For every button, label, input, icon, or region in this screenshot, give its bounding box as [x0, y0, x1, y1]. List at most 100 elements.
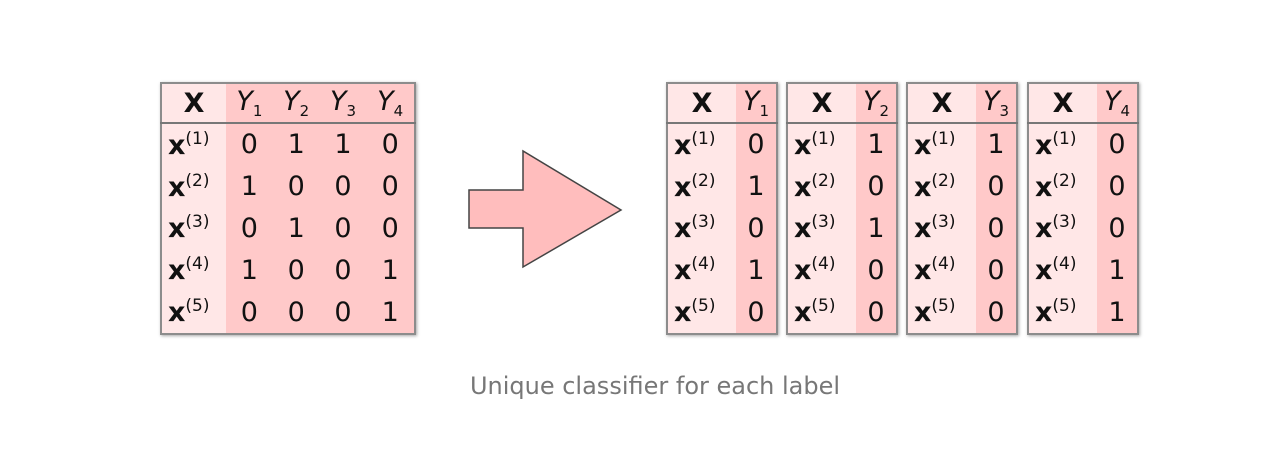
- table-row: x(4)1: [1028, 249, 1138, 292]
- row-label: x(5): [161, 291, 226, 334]
- row-label: x(2): [787, 165, 856, 208]
- row-label: x(3): [1028, 207, 1097, 250]
- row-label: x(1): [787, 123, 856, 166]
- table-row: x(4) 1 0 0 1: [161, 249, 415, 292]
- table-row: x(4)1: [667, 249, 777, 292]
- label-value: 0: [272, 291, 320, 334]
- label-value: 1: [319, 123, 367, 166]
- label-value: 0: [319, 165, 367, 208]
- combined-label-table: X Y1 Y2 Y3 Y4 x(1) 0 1 1 0 x(2) 1 0 0 0 …: [160, 82, 416, 335]
- row-label: x(1): [907, 123, 976, 166]
- label-value: 0: [319, 291, 367, 334]
- y-column-header: Y3: [976, 83, 1017, 124]
- row-label: x(5): [1028, 291, 1097, 334]
- row-label: x(5): [787, 291, 856, 334]
- y-column-header: Y1: [736, 83, 777, 124]
- figure-caption: Unique classifier for each label: [469, 372, 841, 400]
- y-column-header: Y2: [856, 83, 897, 124]
- table-row: x(4)0: [787, 249, 897, 292]
- table-row: x(3)1: [787, 207, 897, 250]
- row-label: x(3): [907, 207, 976, 250]
- label-value: 1: [226, 165, 273, 208]
- label-value: 0: [319, 249, 367, 292]
- row-label: x(5): [667, 291, 736, 334]
- row-label: x(2): [667, 165, 736, 208]
- split-table-y1: X Y1 x(1)0 x(2)1 x(3)0 x(4)1 x(5)0: [666, 82, 778, 335]
- label-value: 0: [226, 291, 273, 334]
- label-value: 1: [736, 165, 777, 208]
- label-value: 0: [1097, 123, 1138, 166]
- row-label: x(3): [787, 207, 856, 250]
- label-value: 0: [856, 291, 897, 334]
- table-row: x(5)0: [907, 291, 1017, 334]
- row-label: x(1): [1028, 123, 1097, 166]
- table-row: x(1)1: [787, 123, 897, 166]
- label-value: 0: [736, 123, 777, 166]
- label-value: 0: [226, 123, 273, 166]
- table-row: x(5)0: [787, 291, 897, 334]
- table-row: x(2)0: [1028, 165, 1138, 208]
- table-row: x(1)0: [667, 123, 777, 166]
- label-value: 0: [272, 249, 320, 292]
- row-label: x(1): [161, 123, 226, 166]
- row-label: x(4): [667, 249, 736, 292]
- label-value: 1: [1097, 291, 1138, 334]
- row-label: x(3): [161, 207, 226, 250]
- table-row: x(3)0: [907, 207, 1017, 250]
- row-label: x(4): [787, 249, 856, 292]
- row-label: x(5): [907, 291, 976, 334]
- table-row: x(2)1: [667, 165, 777, 208]
- label-value: 0: [976, 165, 1017, 208]
- label-value: 1: [366, 249, 415, 292]
- y1-column-header: Y1: [226, 83, 273, 124]
- label-value: 1: [272, 123, 320, 166]
- split-table-y4: X Y4 x(1)0 x(2)0 x(3)0 x(4)1 x(5)1: [1027, 82, 1139, 335]
- row-label: x(3): [667, 207, 736, 250]
- table-row: x(5) 0 0 0 1: [161, 291, 415, 334]
- x-column-header: X: [667, 83, 736, 124]
- row-label: x(4): [161, 249, 226, 292]
- label-value: 0: [1097, 207, 1138, 250]
- label-value: 0: [856, 165, 897, 208]
- label-value: 0: [366, 123, 415, 166]
- label-value: 0: [856, 249, 897, 292]
- label-value: 0: [976, 207, 1017, 250]
- table-row: x(3)0: [667, 207, 777, 250]
- table-row: x(1)0: [1028, 123, 1138, 166]
- x-column-header: X: [161, 83, 226, 124]
- table-row: x(5)0: [667, 291, 777, 334]
- y2-column-header: Y2: [272, 83, 320, 124]
- label-value: 0: [736, 291, 777, 334]
- table-row: x(1) 0 1 1 0: [161, 123, 415, 166]
- table-row: x(5)1: [1028, 291, 1138, 334]
- label-value: 1: [856, 123, 897, 166]
- right-arrow-icon: [468, 149, 623, 269]
- split-table-y2: X Y2 x(1)1 x(2)0 x(3)1 x(4)0 x(5)0: [786, 82, 898, 335]
- row-label: x(4): [907, 249, 976, 292]
- row-label: x(2): [161, 165, 226, 208]
- table-row: x(2)0: [787, 165, 897, 208]
- x-column-header: X: [787, 83, 856, 124]
- y3-column-header: Y3: [319, 83, 367, 124]
- table-row: x(2) 1 0 0 0: [161, 165, 415, 208]
- row-label: x(2): [907, 165, 976, 208]
- arrow-shape: [468, 149, 623, 269]
- label-value: 1: [1097, 249, 1138, 292]
- y-column-header: Y4: [1097, 83, 1138, 124]
- y4-column-header: Y4: [366, 83, 415, 124]
- split-table-y3: X Y3 x(1)1 x(2)0 x(3)0 x(4)0 x(5)0: [906, 82, 1018, 335]
- row-label: x(1): [667, 123, 736, 166]
- label-value: 1: [366, 291, 415, 334]
- label-value: 0: [366, 207, 415, 250]
- table-row: x(4)0: [907, 249, 1017, 292]
- label-value: 0: [272, 165, 320, 208]
- label-value: 0: [736, 207, 777, 250]
- label-value: 1: [976, 123, 1017, 166]
- x-column-header: X: [907, 83, 976, 124]
- table-row: x(3) 0 1 0 0: [161, 207, 415, 250]
- label-value: 0: [319, 207, 367, 250]
- label-value: 1: [856, 207, 897, 250]
- label-value: 1: [226, 249, 273, 292]
- table-row: x(3)0: [1028, 207, 1138, 250]
- table-row: x(2)0: [907, 165, 1017, 208]
